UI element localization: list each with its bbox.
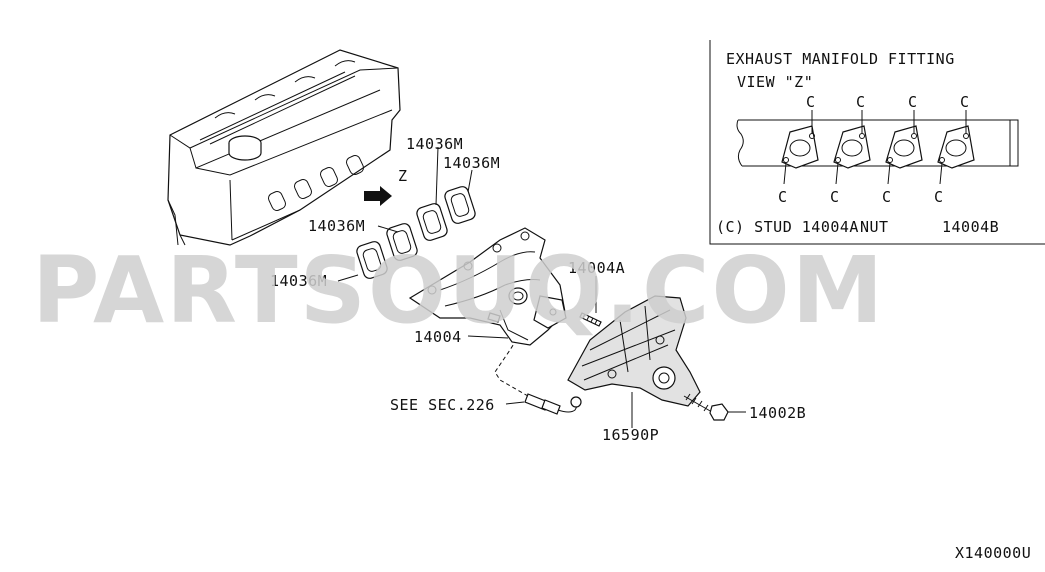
label-bolt: 14002B (749, 404, 806, 422)
shield-bolt-drawing (683, 393, 729, 421)
stud-marker-top-4: C (960, 93, 970, 111)
gasket-3 (386, 223, 418, 261)
inset-port-3 (885, 125, 923, 169)
legend-nut: NUT (860, 218, 889, 236)
view-z-label: Z (398, 167, 408, 185)
legend-stud: (C) STUD 14004A (716, 218, 859, 236)
watermark: PARTSOUQ.COM (32, 237, 885, 344)
inset-title: EXHAUST MANIFOLD FITTING (726, 50, 955, 68)
stud-marker-bottom-4: C (934, 188, 944, 206)
stud-marker-top-3: C (908, 93, 918, 111)
inset-port-4 (937, 125, 975, 169)
stud-marker-bottom-1: C (778, 188, 788, 206)
label-gasket-mid: 14036M (308, 217, 365, 235)
label-gasket-top1: 14036M (406, 135, 463, 153)
gasket-1 (444, 186, 476, 224)
stud-marker-top-2: C (856, 93, 866, 111)
label-stud: 14004A (568, 259, 625, 277)
stud-marker-bottom-3: C (882, 188, 892, 206)
stud-marker-top-1: C (806, 93, 816, 111)
label-gasket-low: 14036M (270, 272, 327, 290)
legend-nut-code: 14004B (942, 218, 999, 236)
view-z-arrow: Z (364, 167, 408, 206)
gasket-group (356, 186, 476, 279)
exhaust-manifold-drawing (408, 227, 567, 346)
heat-shield-drawing (567, 295, 701, 407)
gasket-4 (356, 241, 388, 279)
inset-port-2 (833, 125, 871, 169)
inset-port-1 (781, 125, 819, 169)
stud-marker-bottom-2: C (830, 188, 840, 206)
inset-box: EXHAUST MANIFOLD FITTING VIEW "Z" (709, 40, 1045, 245)
stud-drawing (579, 312, 602, 327)
label-heat-shield: 16590P (602, 426, 659, 444)
label-gasket-top2: 14036M (443, 154, 500, 172)
diagram-code: X140000U (955, 544, 1031, 562)
cylinder-head-drawing (167, 49, 401, 246)
oxygen-sensor-drawing (494, 341, 582, 415)
label-manifold: 14004 (414, 328, 462, 346)
gasket-2 (416, 203, 448, 241)
inset-view-label: VIEW "Z" (737, 73, 813, 91)
label-sensor: SEE SEC.226 (390, 396, 495, 414)
